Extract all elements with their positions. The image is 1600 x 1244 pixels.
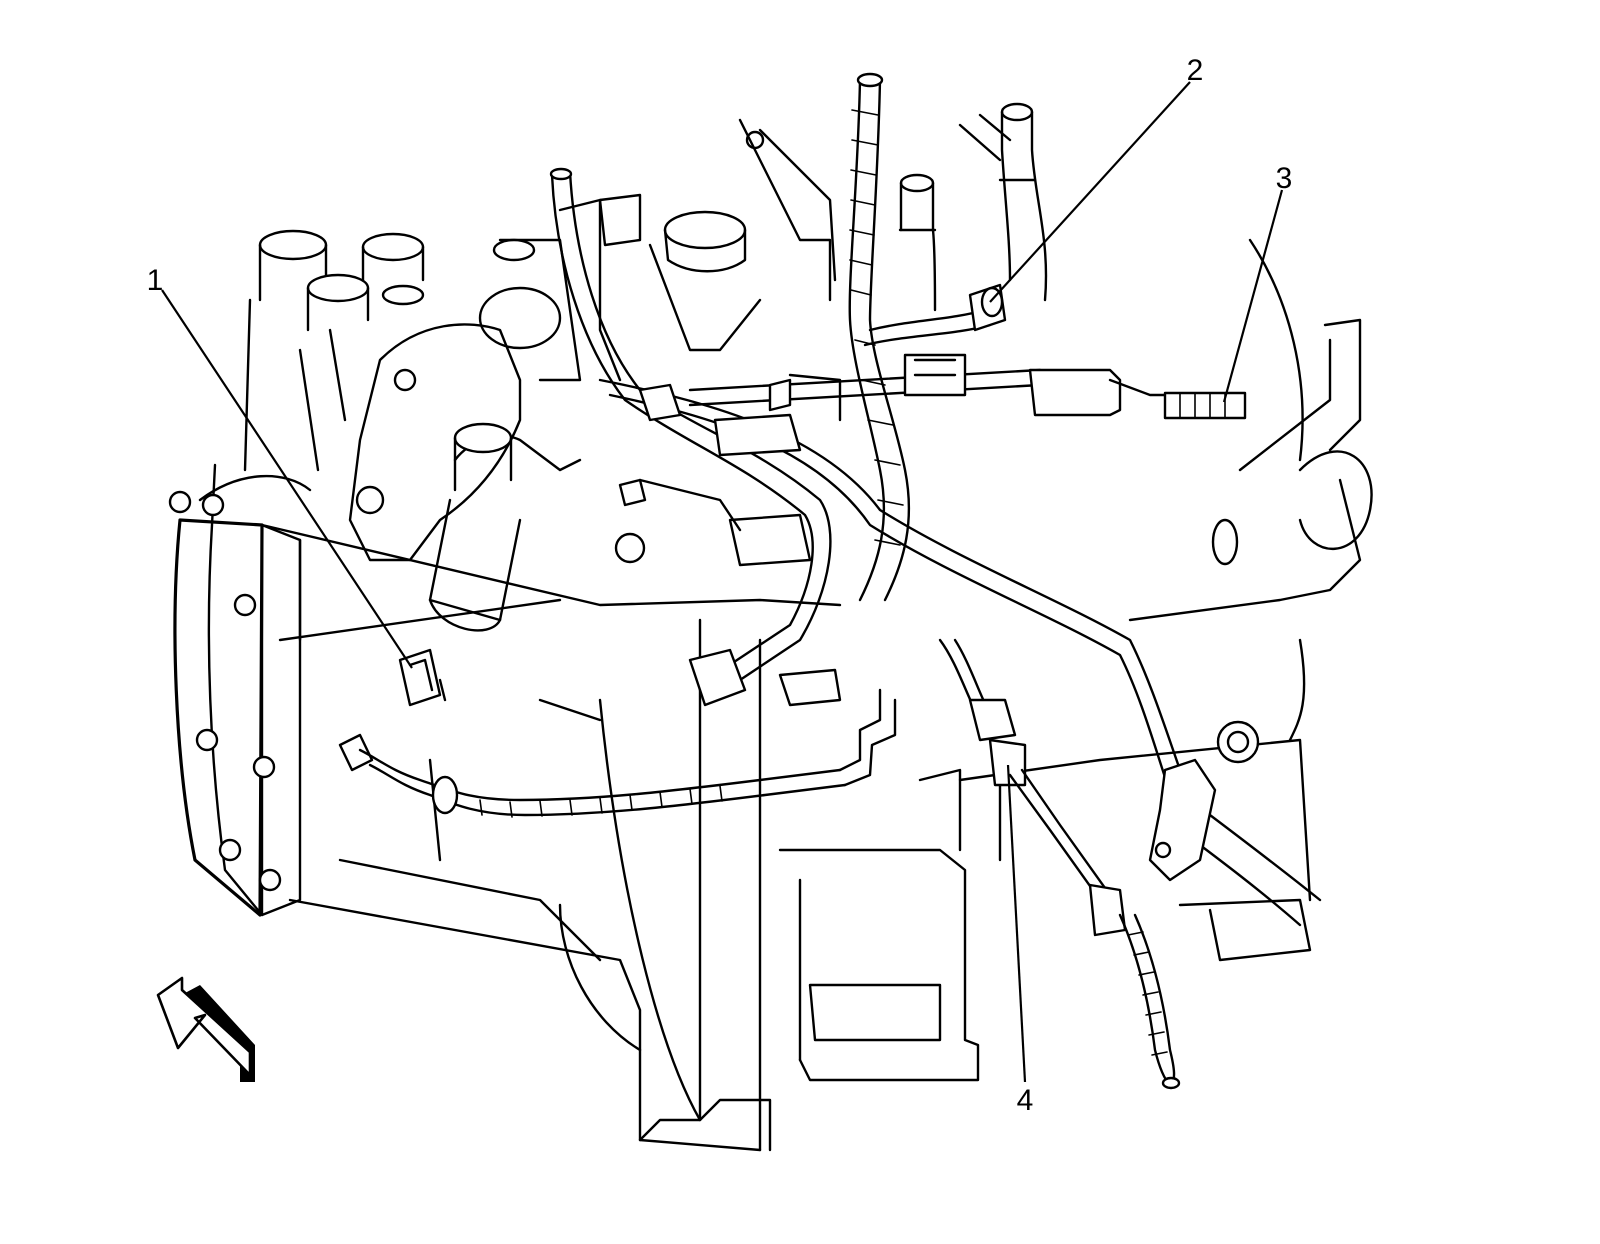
- leader-2: [989, 81, 1191, 303]
- connector-4: [938, 638, 1181, 1090]
- leader-3: [1222, 189, 1284, 403]
- leader-1: [161, 289, 413, 669]
- lower-harness: [338, 668, 897, 818]
- cable-to-sensor-3: [688, 368, 1247, 420]
- callout-3: 3: [1276, 162, 1293, 195]
- leader-4: [1006, 764, 1027, 1083]
- end-cover-bolts: [168, 490, 282, 892]
- fill-cap: [558, 118, 837, 382]
- callout-1: 1: [147, 264, 164, 297]
- callout-4: 4: [1017, 1084, 1034, 1117]
- leader-lines: [161, 81, 1284, 1083]
- connector-2: [863, 283, 1007, 397]
- cooler-lines: [898, 102, 1048, 312]
- transmission-case: [260, 238, 1373, 1152]
- middle-connectors: [614, 373, 842, 567]
- mount-bosses: [243, 229, 425, 472]
- end-cover: [168, 463, 312, 917]
- outlined-arrow-up-left-icon: [156, 976, 255, 1082]
- shift-actuator: [348, 238, 582, 632]
- upper-harness: [549, 167, 1202, 832]
- main-harness-conduit: [848, 72, 911, 602]
- callout-2: 2: [1187, 54, 1204, 87]
- right-hose: [1148, 758, 1322, 927]
